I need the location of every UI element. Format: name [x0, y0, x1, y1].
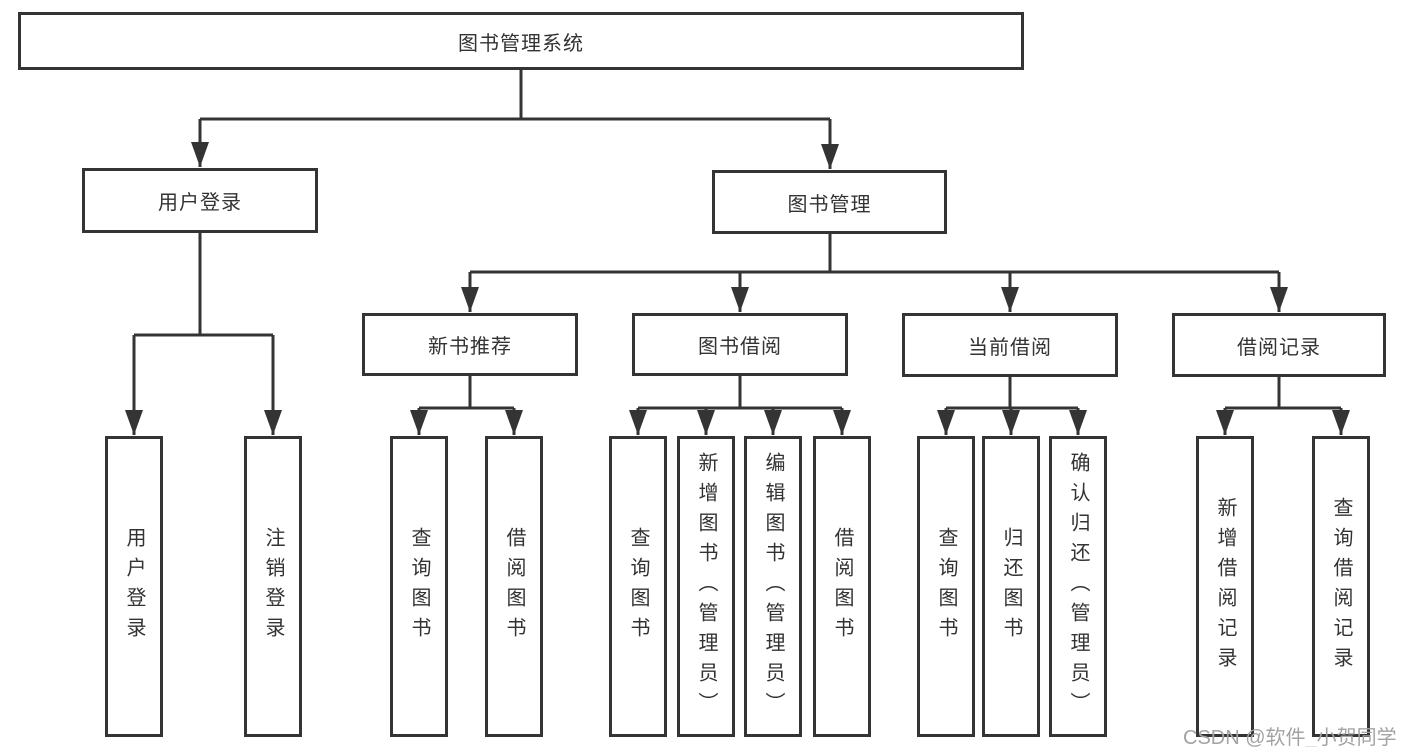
node-label: 查询图书	[935, 526, 957, 647]
node-new-book-recommendation: 新书推荐	[362, 313, 578, 376]
leaf-borrow-books-recommend: 借阅图书	[485, 436, 543, 737]
node-label: 编辑图书（管理员）	[762, 451, 784, 722]
leaf-borrow-books-borrowing: 借阅图书	[813, 436, 871, 737]
node-borrowing-records: 借阅记录	[1172, 313, 1386, 377]
leaf-query-books-recommend: 查询图书	[390, 436, 448, 737]
node-label: 查询图书	[627, 526, 649, 647]
node-label: 归还图书	[1000, 526, 1022, 647]
leaf-add-books-admin: 新增图书（管理员）	[677, 436, 735, 737]
node-label: 用户登录	[158, 192, 242, 214]
leaf-query-books-borrowing: 查询图书	[609, 436, 667, 737]
node-user-login: 用户登录	[82, 168, 318, 233]
node-label: 查询图书	[408, 526, 430, 647]
node-current-borrowing: 当前借阅	[902, 313, 1118, 377]
node-book-borrowing: 图书借阅	[632, 313, 848, 376]
node-label: 图书管理系统	[458, 32, 584, 55]
leaf-query-books-current: 查询图书	[917, 436, 975, 737]
leaf-query-borrow-record: 查询借阅记录	[1312, 436, 1370, 737]
node-label: 借阅图书	[831, 526, 853, 647]
node-library-system: 图书管理系统	[18, 12, 1024, 70]
leaf-confirm-return-admin: 确认归还（管理员）	[1049, 436, 1107, 737]
node-label: 借阅图书	[503, 526, 525, 647]
leaf-user-login: 用户登录	[105, 436, 163, 737]
node-label: 当前借阅	[968, 336, 1052, 359]
node-label: 图书借阅	[698, 336, 782, 358]
node-label: 借阅记录	[1237, 336, 1321, 359]
node-label: 查询借阅记录	[1330, 496, 1352, 677]
node-label: 确认归还（管理员）	[1067, 451, 1089, 722]
leaf-logout: 注销登录	[244, 436, 302, 737]
node-label: 用户登录	[123, 526, 145, 647]
leaf-return-books: 归还图书	[982, 436, 1040, 737]
node-label: 新增借阅记录	[1214, 496, 1236, 677]
node-label: 新书推荐	[428, 336, 512, 358]
node-label: 注销登录	[262, 526, 284, 647]
leaf-add-borrow-record: 新增借阅记录	[1196, 436, 1254, 737]
node-label: 图书管理	[787, 193, 872, 216]
node-book-management: 图书管理	[712, 170, 947, 234]
leaf-edit-books-admin: 编辑图书（管理员）	[744, 436, 802, 737]
watermark: CSDN @软件_小贺同学	[1183, 727, 1397, 747]
node-label: 新增图书（管理员）	[695, 451, 717, 722]
